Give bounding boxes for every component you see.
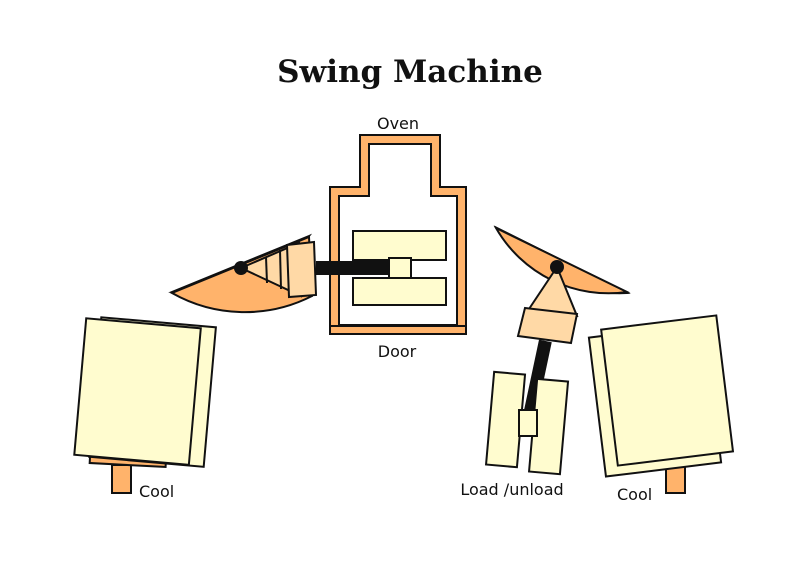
load-unload-station	[484, 370, 570, 476]
swing-left-arm-tip	[388, 257, 412, 279]
swing-arm-left	[168, 233, 412, 314]
load-center-tip	[518, 409, 538, 437]
cool-left-label: Cool	[139, 482, 174, 501]
cool-station-left	[73, 316, 217, 494]
swing-left-arm-rod	[316, 261, 392, 275]
oven-door	[329, 325, 467, 335]
diagram-title: Swing Machine	[277, 54, 543, 90]
swing-left-gripper-head	[285, 240, 318, 299]
cool-left-front-panel	[73, 317, 202, 466]
swing-right-gripper-head	[516, 306, 579, 345]
swing-right-pivot	[550, 260, 564, 274]
swing-left-cone-segment-1	[265, 256, 268, 284]
cool-right-label: Cool	[617, 485, 652, 504]
oven-label: Oven	[377, 114, 419, 133]
door-label: Door	[378, 342, 417, 361]
cool-station-right	[587, 314, 735, 494]
load-unload-label: Load /unload	[460, 480, 563, 499]
oven-tray-bottom	[352, 277, 447, 306]
swing-left-cone-segment-2	[279, 249, 282, 290]
swing-left-pivot	[234, 261, 248, 275]
cool-left-stand	[111, 464, 132, 494]
oven-tray-top	[352, 230, 447, 261]
oven	[329, 134, 467, 335]
cool-right-front-panel	[600, 314, 735, 467]
